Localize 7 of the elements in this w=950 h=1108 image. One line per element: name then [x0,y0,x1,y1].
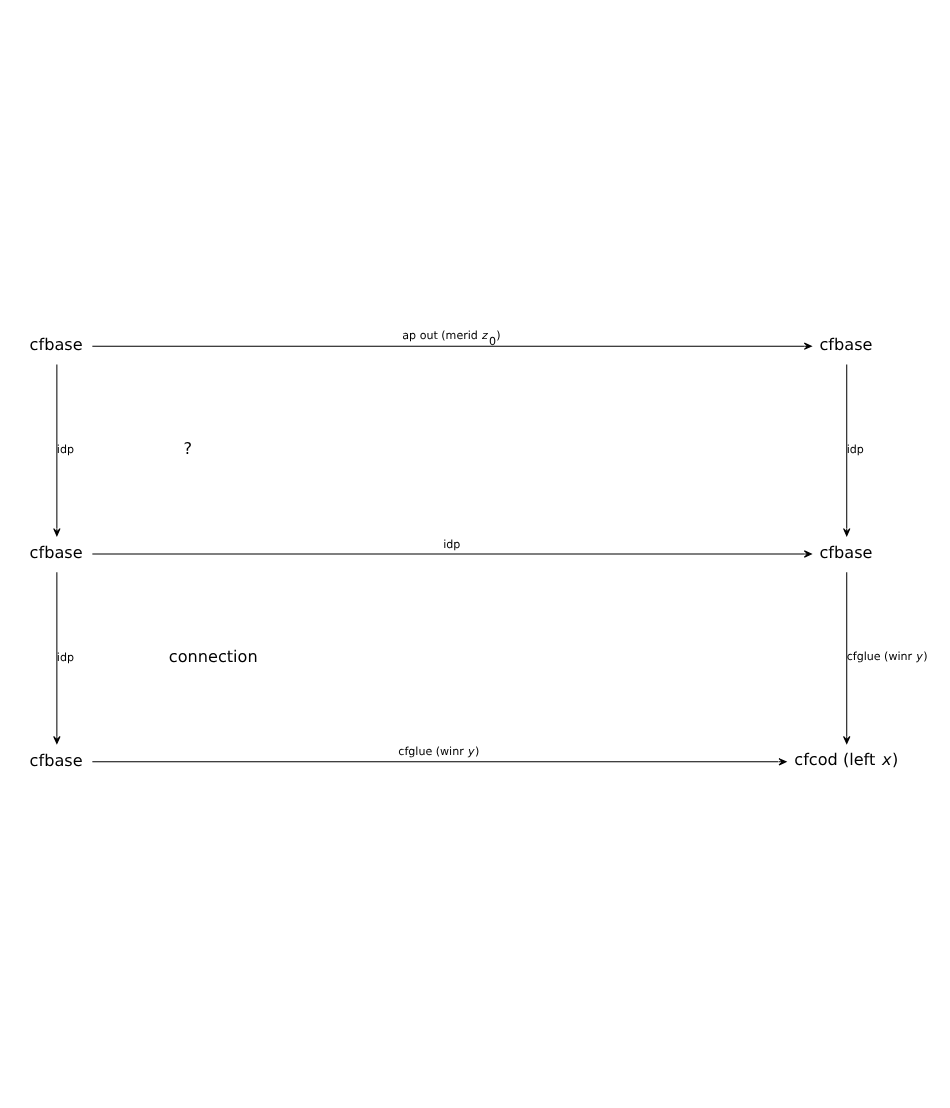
arrow [91,550,812,558]
arrow [91,342,812,350]
arrow [91,758,787,766]
arrow [843,363,851,537]
arrow [843,571,851,744]
arrow [53,363,61,537]
arrow [53,571,61,744]
